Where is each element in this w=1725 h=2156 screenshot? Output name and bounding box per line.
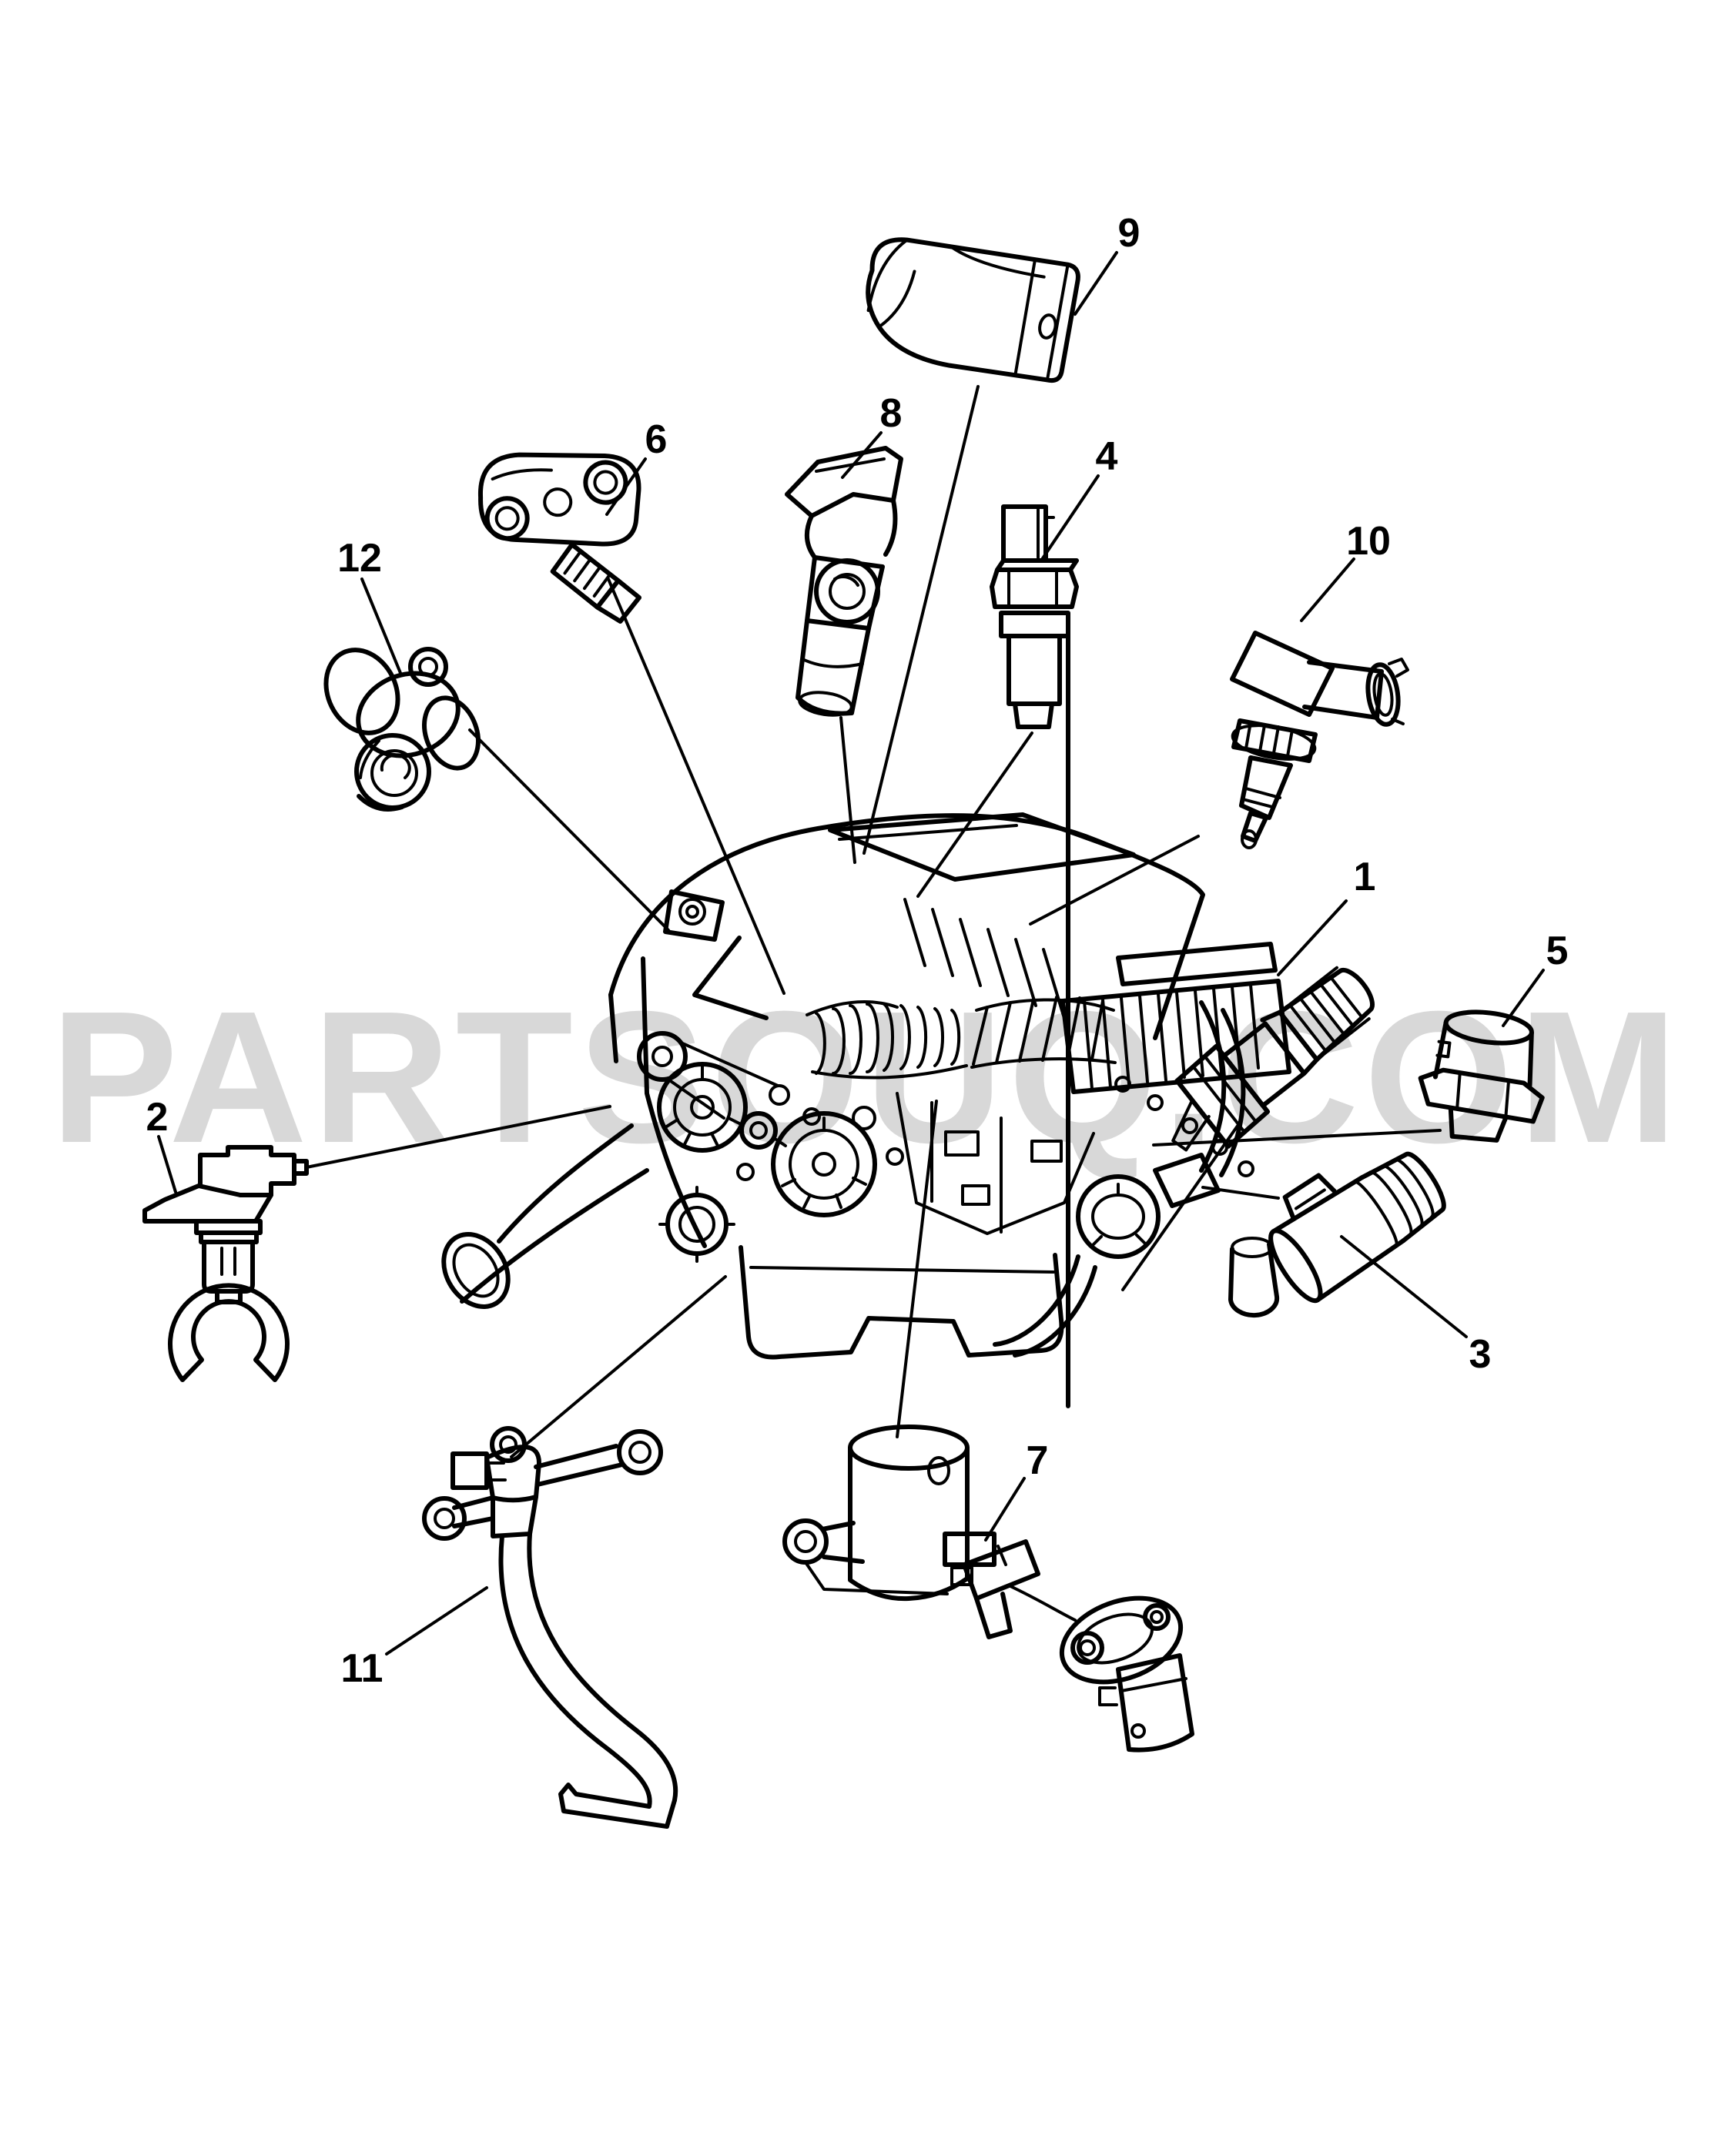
callout-label-7: 7 bbox=[1027, 1438, 1049, 1483]
callout-label-8: 8 bbox=[880, 391, 903, 436]
callout-label-3: 3 bbox=[1469, 1332, 1492, 1377]
pointer-1 bbox=[1277, 899, 1348, 976]
pointer-8 bbox=[841, 431, 883, 479]
part-10-sensor-illustration bbox=[1230, 631, 1409, 849]
part-1-sensor-illustration bbox=[1171, 966, 1375, 1152]
leader-part5 bbox=[1152, 1129, 1442, 1147]
leader-part12 bbox=[468, 728, 670, 932]
part-3-sensor-illustration bbox=[1268, 1151, 1446, 1304]
pointer-12 bbox=[360, 578, 402, 675]
callout-label-1: 1 bbox=[1354, 855, 1376, 899]
part-6-sensor-illustration bbox=[478, 452, 642, 624]
pointer-3 bbox=[1340, 1235, 1468, 1338]
part-11-assembly-illustration bbox=[422, 1426, 678, 1829]
label-pointer-lines bbox=[157, 251, 1545, 1656]
leader-part6 bbox=[607, 578, 785, 995]
part-7-assembly-illustration bbox=[782, 1424, 1194, 1753]
pointer-6 bbox=[605, 457, 647, 516]
callout-label-5: 5 bbox=[1546, 929, 1569, 973]
callout-labels: 1 2 3 4 5 6 7 8 9 10 11 12 bbox=[146, 211, 1569, 1691]
callout-label-2: 2 bbox=[146, 1095, 169, 1140]
part-5-sensor-illustration bbox=[1418, 1009, 1545, 1143]
callout-label-12: 12 bbox=[337, 536, 382, 581]
pointer-7 bbox=[984, 1477, 1026, 1542]
part-4-sensor-illustration bbox=[990, 504, 1079, 1408]
pointer-5 bbox=[1502, 969, 1545, 1027]
leader-part9 bbox=[862, 385, 980, 855]
part-9-sensor-illustration bbox=[866, 237, 1080, 383]
pointer-4 bbox=[1040, 474, 1100, 562]
callout-label-6: 6 bbox=[645, 417, 668, 462]
callout-label-10: 10 bbox=[1346, 519, 1391, 564]
pointer-10 bbox=[1300, 557, 1355, 622]
callout-label-9: 9 bbox=[1118, 211, 1141, 256]
leader-part1 bbox=[1121, 1119, 1243, 1291]
pointer-9 bbox=[1074, 251, 1118, 316]
callout-label-4: 4 bbox=[1096, 434, 1118, 479]
leader-part2 bbox=[305, 1105, 611, 1169]
engine-illustration bbox=[441, 812, 1291, 1360]
leader-part10 bbox=[1029, 835, 1200, 926]
callout-label-11: 11 bbox=[341, 1646, 384, 1691]
pointer-2 bbox=[157, 1135, 177, 1194]
part-12-sensor-illustration bbox=[323, 647, 481, 812]
part-2-sensor-illustration bbox=[142, 1145, 309, 1382]
leader-part11 bbox=[510, 1275, 727, 1458]
pointer-11 bbox=[385, 1586, 488, 1656]
part-8-sensor-illustration bbox=[785, 446, 903, 717]
